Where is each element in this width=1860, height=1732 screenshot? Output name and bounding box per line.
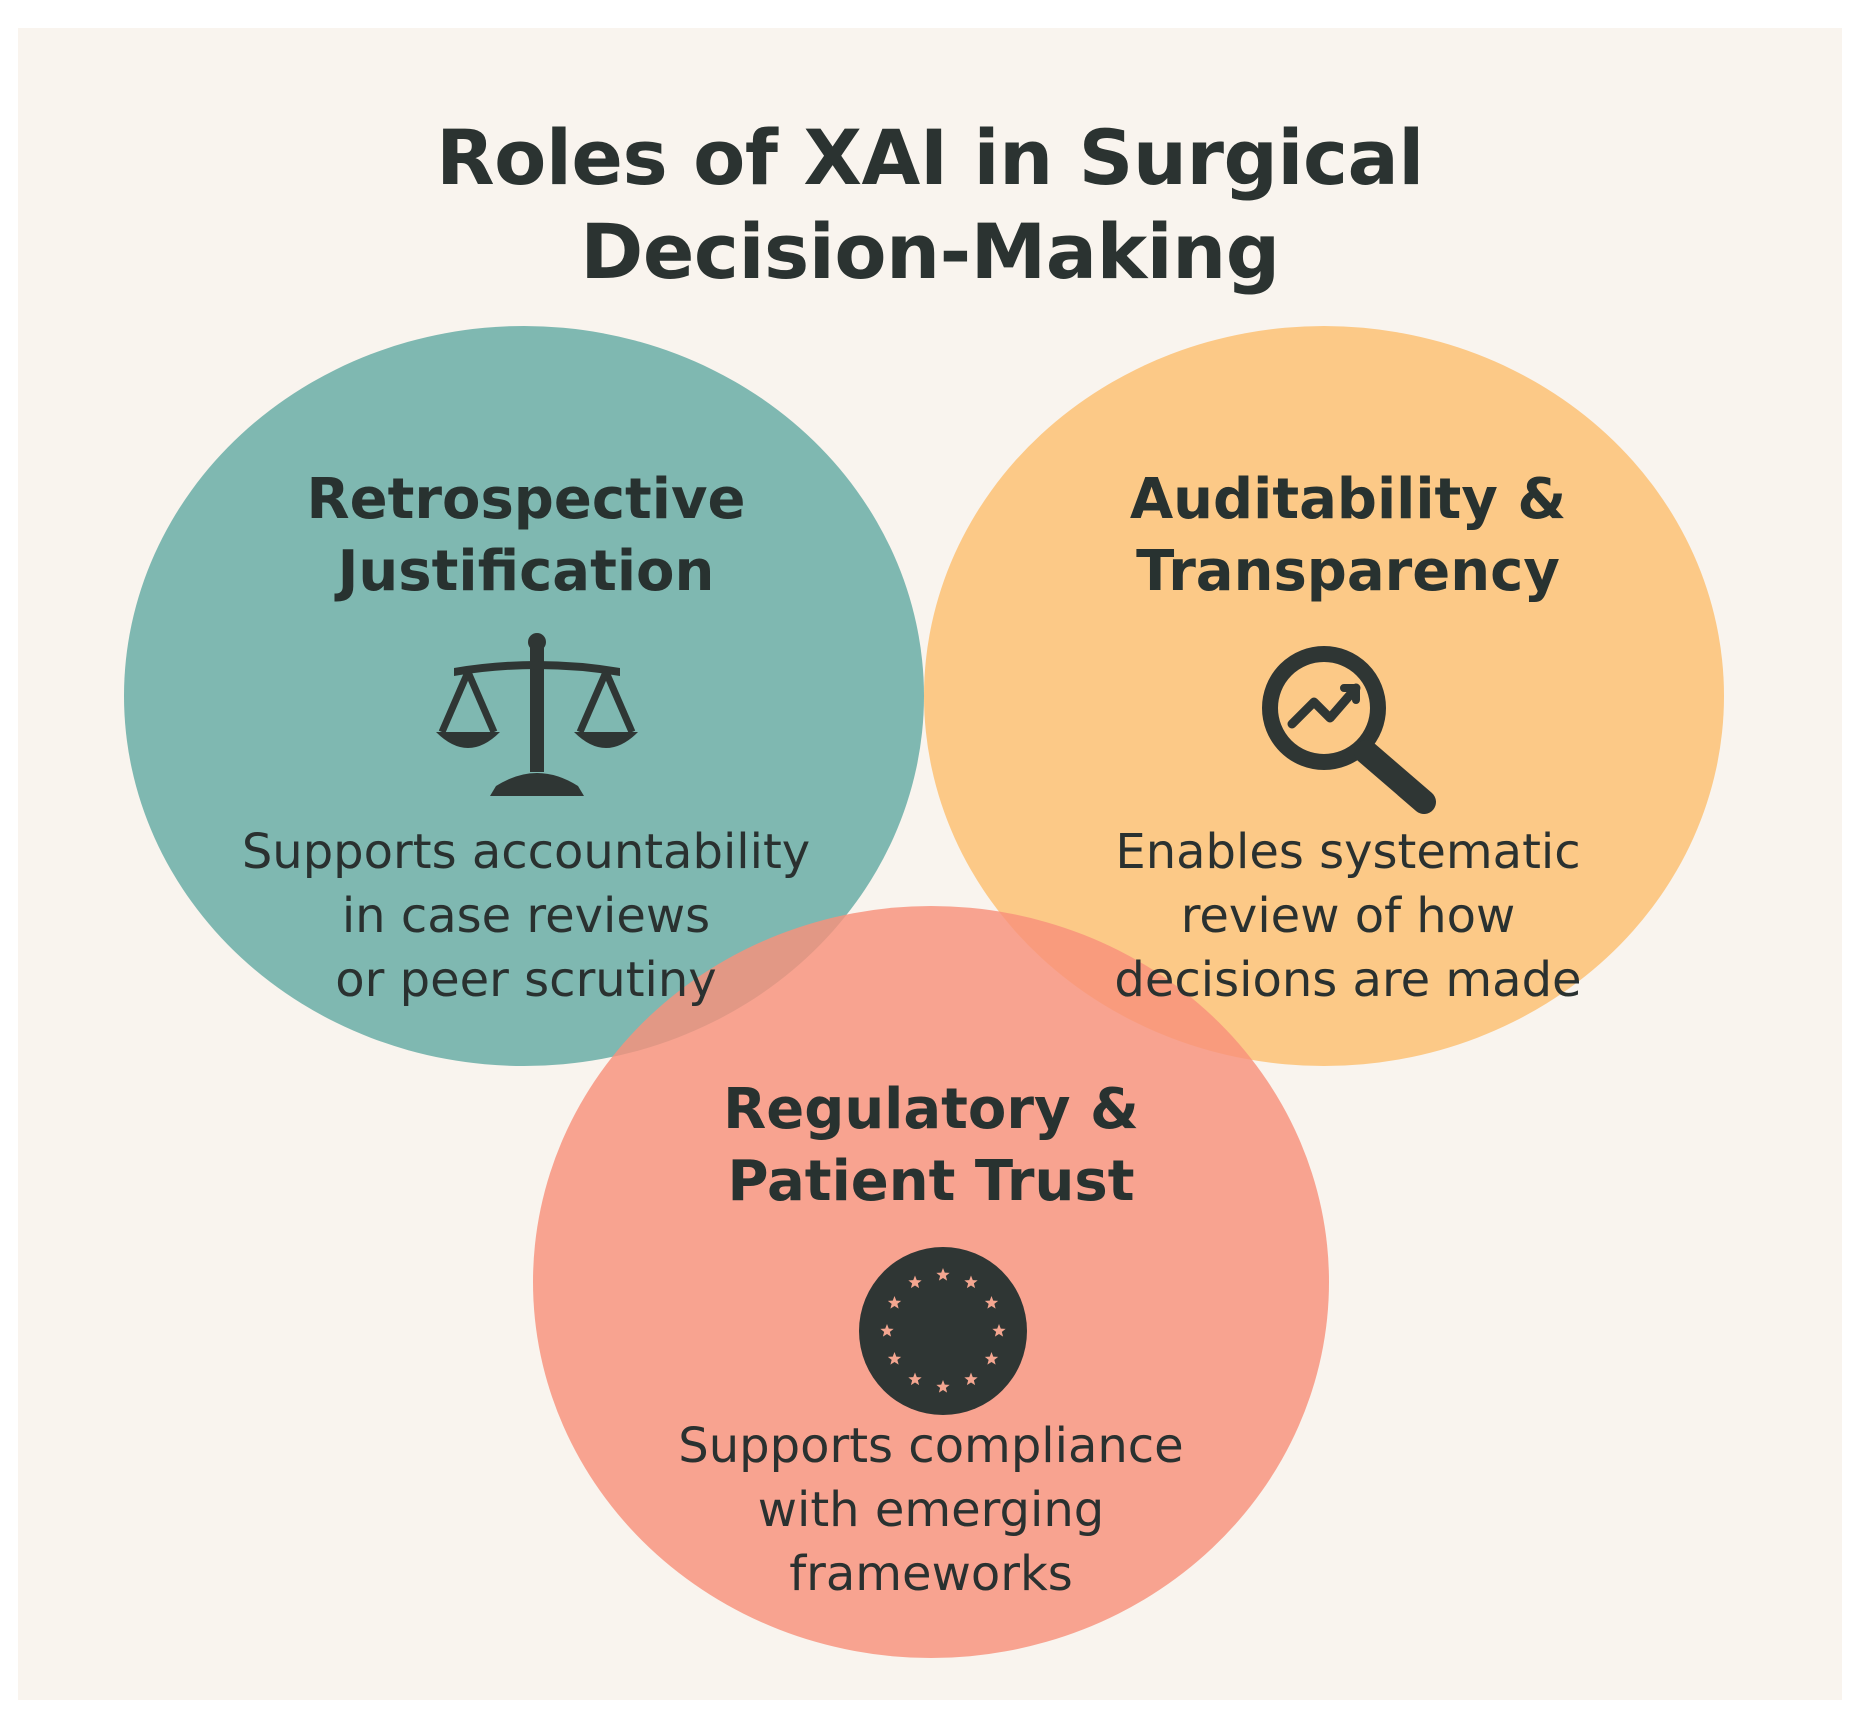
bottom-circle-heading: Regulatory & Patient Trust (626, 1074, 1236, 1218)
diagram-title-line-2: Decision-Making (580, 207, 1280, 296)
eu-star-icon (908, 1372, 922, 1386)
eu-star-icon (964, 1275, 978, 1289)
right-desc-line-3: decisions are made (1114, 952, 1582, 1008)
eu-star-icon (880, 1324, 894, 1337)
right-heading-line-2: Transparency (1136, 539, 1560, 604)
eu-star-icon (984, 1296, 999, 1309)
right-circle-heading: Auditability & Transparency (1058, 464, 1638, 608)
bottom-heading-line-1: Regulatory & (723, 1077, 1139, 1142)
left-heading-line-2: Justification (337, 539, 715, 604)
left-desc-line-3: or peer scrutiny (335, 952, 717, 1008)
magnifier-trend-icon (1262, 646, 1436, 814)
eu-stars-seal-icon (859, 1247, 1027, 1415)
left-heading-line-1: Retrospective (306, 467, 746, 532)
bottom-circle-description: Supports compliance with emerging framew… (596, 1414, 1266, 1606)
eu-star-icon (936, 1380, 950, 1393)
eu-star-ring (880, 1268, 1006, 1393)
diagram-panel: Roles of XAI in Surgical Decision-Making… (18, 28, 1842, 1700)
left-circle-heading: Retrospective Justification (236, 464, 816, 608)
left-circle-description: Supports accountability in case reviews … (206, 820, 846, 1012)
eu-star-icon (908, 1275, 922, 1289)
right-circle-description: Enables systematic review of how decisio… (1028, 820, 1668, 1012)
eu-star-icon (936, 1268, 950, 1281)
left-desc-line-2: in case reviews (341, 888, 711, 944)
eu-star-icon (964, 1372, 978, 1386)
scales-of-justice-icon (436, 633, 638, 796)
eu-star-icon (887, 1352, 902, 1365)
eu-star-icon (992, 1324, 1006, 1337)
bottom-heading-line-2: Patient Trust (727, 1149, 1135, 1214)
bottom-desc-line-1: Supports compliance (678, 1418, 1184, 1474)
right-desc-line-1: Enables systematic (1115, 824, 1581, 880)
right-heading-line-1: Auditability & (1129, 467, 1567, 532)
eu-star-icon (984, 1352, 999, 1365)
bottom-desc-line-3: frameworks (789, 1546, 1073, 1602)
left-desc-line-1: Supports accountability (241, 824, 811, 880)
eu-star-icon (887, 1296, 902, 1309)
right-desc-line-2: review of how (1180, 888, 1516, 944)
eu-seal-disc (859, 1247, 1027, 1415)
bottom-desc-line-2: with emerging (757, 1482, 1105, 1538)
diagram-title-line-1: Roles of XAI in Surgical (436, 113, 1424, 202)
